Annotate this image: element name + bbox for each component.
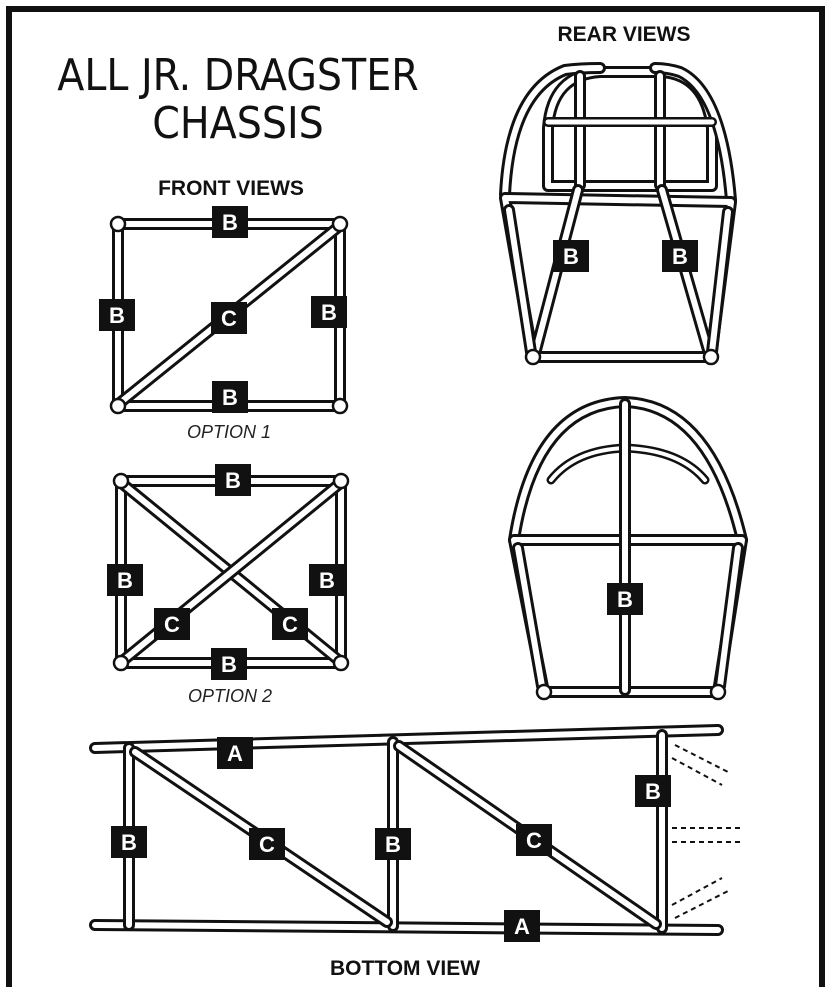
svg-text:C: C — [282, 612, 298, 637]
svg-text:A: A — [227, 741, 243, 766]
label-badge-c: C — [249, 828, 285, 860]
svg-text:B: B — [672, 244, 688, 269]
svg-text:B: B — [319, 568, 335, 593]
label-badge-b: B — [107, 564, 143, 596]
label-badge-b: B — [309, 564, 345, 596]
svg-text:B: B — [221, 652, 237, 677]
svg-text:B: B — [109, 303, 125, 328]
label-badge-c: C — [516, 824, 552, 856]
rear-view-2-cage — [508, 396, 748, 701]
bottom-view-heading: BOTTOM VIEW — [330, 957, 480, 980]
rear-view-1: B B — [499, 62, 737, 366]
svg-text:C: C — [526, 828, 542, 853]
label-badge-b: B — [215, 464, 251, 496]
label-badge-c: C — [211, 302, 247, 334]
svg-text:B: B — [225, 468, 241, 493]
svg-text:A: A — [514, 914, 530, 939]
label-badge-b: B — [99, 299, 135, 331]
svg-text:B: B — [117, 568, 133, 593]
label-badge-a: A — [217, 737, 253, 769]
label-badge-b: B — [635, 775, 671, 807]
option-2-caption: OPTION 2 — [188, 686, 272, 706]
front-views-heading: FRONT VIEWS — [158, 177, 304, 200]
svg-text:B: B — [222, 210, 238, 235]
svg-text:C: C — [259, 832, 275, 857]
label-badge-b: B — [607, 583, 643, 615]
front-view-option-1: B B B C B OPTION 1 — [99, 206, 349, 442]
svg-text:C: C — [164, 612, 180, 637]
svg-text:B: B — [222, 385, 238, 410]
svg-text:B: B — [385, 832, 401, 857]
svg-text:B: B — [321, 300, 337, 325]
label-badge-b: B — [212, 381, 248, 413]
svg-text:B: B — [645, 779, 661, 804]
label-badge-b: B — [311, 296, 347, 328]
label-badge-b: B — [111, 826, 147, 858]
rear-views-heading: REAR VIEWS — [557, 23, 690, 46]
svg-text:B: B — [121, 830, 137, 855]
label-badge-b: B — [662, 240, 698, 272]
option-1-caption: OPTION 1 — [187, 422, 271, 442]
title-line-2: CHASSIS — [152, 98, 324, 149]
label-badge-c: C — [154, 608, 190, 640]
title-line-1: ALL JR. DRAGSTER — [57, 50, 418, 101]
diagram-title: ALL JR. DRAGSTER CHASSIS — [57, 50, 418, 149]
svg-text:C: C — [221, 306, 237, 331]
rear-view-2: B — [508, 396, 748, 701]
dashed-extension-lines — [671, 744, 740, 919]
label-badge-a: A — [504, 910, 540, 942]
bottom-view-frame — [89, 724, 740, 936]
label-badge-b: B — [553, 240, 589, 272]
rear-view-1-cage — [499, 62, 737, 366]
label-badge-b: B — [212, 206, 248, 238]
front-view-option-2: B B B C C B OPTION 2 — [107, 464, 350, 706]
label-badge-b: B — [211, 648, 247, 680]
label-badge-c: C — [272, 608, 308, 640]
page-border — [6, 6, 825, 987]
bottom-view: A B C B C B A — [89, 724, 740, 942]
svg-text:B: B — [563, 244, 579, 269]
label-badge-b: B — [375, 828, 411, 860]
svg-text:B: B — [617, 587, 633, 612]
